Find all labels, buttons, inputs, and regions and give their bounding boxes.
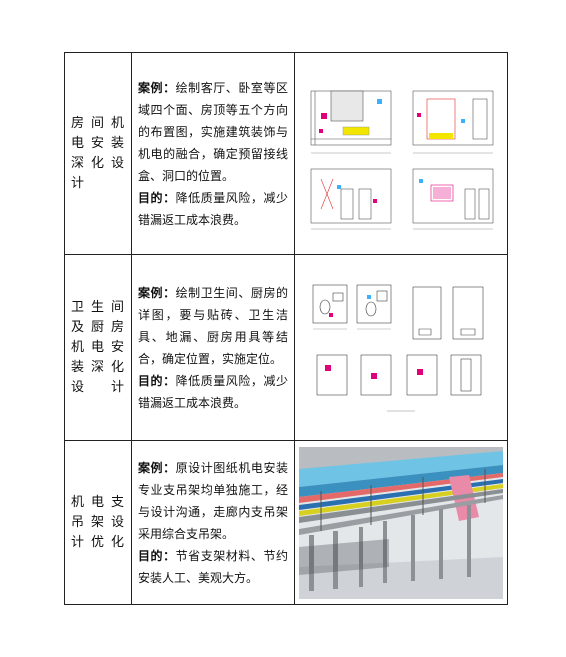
table-row: 卫生间及厨房机电安装深化设计 案例：绘制卫生间、厨房的详图，要与贴砖、卫生洁具、… [64,254,508,441]
design-table: 房间机电安装深化设计 案例：绘制客厅、卧室等区域四个面、房顶等五个方向的布置图，… [64,52,508,605]
room-elevation-drawings-image [301,68,501,239]
row-title-cell: 机电支吊架设计优化 [64,440,132,605]
row-title: 机电支吊架设计优化 [71,494,125,550]
row-title: 卫生间及厨房机电安装深化设计 [71,299,125,395]
row-image-cell [294,254,508,441]
table-row: 机电支吊架设计优化 案例：原设计图纸机电安装专业支吊架均单独施工，经与设计沟通，… [64,440,508,605]
bathroom-kitchen-detail-drawings-image [301,272,501,423]
case-text: 绘制客厅、卧室等区域四个面、房顶等五个方向的布置图，实施建筑装饰与机电的融合，确… [138,80,288,183]
row-title: 房间机电安装深化设计 [71,115,125,191]
goal-label: 目的： [138,190,176,205]
row-desc-cell: 案例：绘制卫生间、厨房的详图，要与贴砖、卫生洁具、地漏、厨房用具等结合，确定位置… [131,254,295,441]
case-label: 案例： [138,460,176,475]
row-desc-cell: 案例：原设计图纸机电安装专业支吊架均单独施工，经与设计沟通，走廊内支吊架采用综合… [131,440,295,605]
goal-text: 降低质量风险，减少错漏返工成本浪费。 [138,190,288,227]
row-title-cell: 卫生间及厨房机电安装深化设计 [64,254,132,441]
row-desc-cell: 案例：绘制客厅、卧室等区域四个面、房顶等五个方向的布置图，实施建筑装饰与机电的融… [131,52,295,255]
case-text: 原设计图纸机电安装专业支吊架均单独施工，经与设计沟通，走廊内支吊架采用综合支吊架… [138,460,288,541]
table-row: 房间机电安装深化设计 案例：绘制客厅、卧室等区域四个面、房顶等五个方向的布置图，… [64,52,508,255]
row-image-cell [294,52,508,255]
goal-text: 降低质量风险，减少错漏返工成本浪费。 [138,373,288,410]
case-label: 案例： [138,80,176,95]
case-label: 案例： [138,285,176,300]
row-title-cell: 房间机电安装深化设计 [64,52,132,255]
goal-label: 目的： [138,548,176,563]
goal-text: 节省支架材料、节约安装人工、美观大方。 [138,548,288,585]
corridor-support-rack-3d-image [299,446,503,599]
case-text: 绘制卫生间、厨房的详图，要与贴砖、卫生洁具、地漏、厨房用具等结合，确定位置，实施… [138,285,288,366]
row-image-cell [294,440,508,605]
goal-label: 目的： [138,373,176,388]
